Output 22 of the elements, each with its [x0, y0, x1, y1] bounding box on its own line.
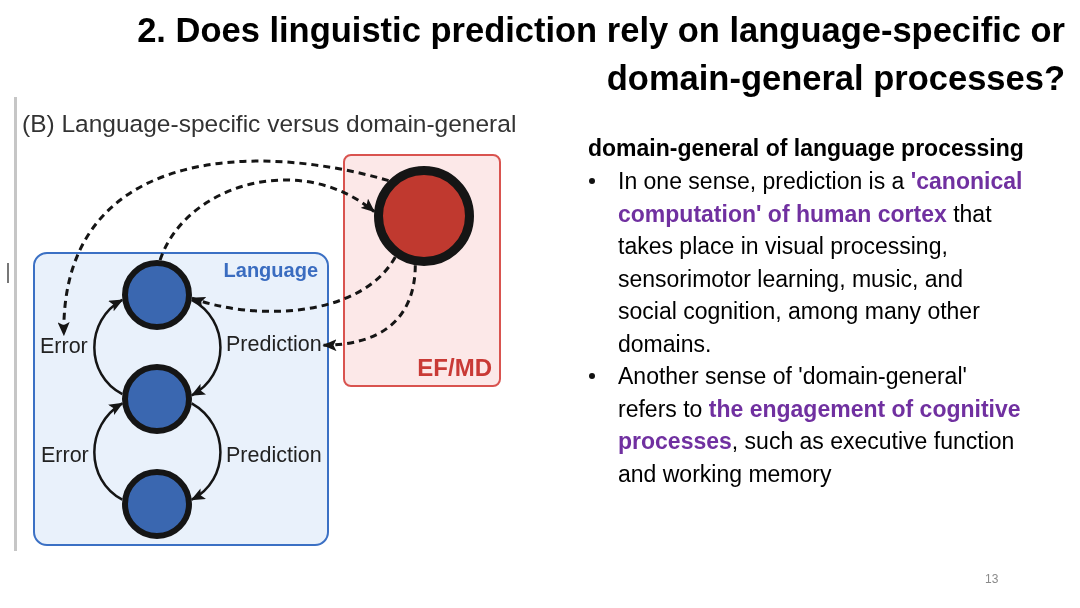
- arrow: [58, 160, 389, 337]
- signal-label: Prediction: [226, 332, 322, 356]
- bullet-text: In one sense, prediction is a 'canonical computation' of human cortex that takes place in visual processing, sensorimotor learning, music, and social cognition, among many other domains.: [618, 167, 1024, 359]
- group-box: [33, 252, 329, 546]
- arrow: [190, 298, 222, 397]
- slide-title: 2. Does linguistic prediction rely on language-specific or domain-general processes?: [136, 10, 1065, 99]
- group-title: Language: [223, 258, 318, 282]
- edge-label: Error: [41, 443, 89, 467]
- arrow: [93, 298, 124, 396]
- arrow: [158, 178, 376, 261]
- edge-label: Prediction: [226, 443, 322, 467]
- arrow: [190, 256, 397, 313]
- bullet-text: Another sense of 'domain-general' refers to the engagement of cognitive processes, such as executive function and working memory: [618, 362, 1022, 489]
- group-box: [343, 154, 501, 387]
- arrow: [93, 402, 124, 501]
- group-title: EF/MD: [417, 354, 492, 382]
- page-number: 13: [985, 572, 999, 586]
- signal-label: Error: [40, 334, 88, 358]
- panel-heading: (B) Language-specific versus domain-general: [22, 110, 517, 138]
- arrow: [322, 265, 417, 351]
- section-heading: domain-general of language processing: [588, 134, 1024, 162]
- arrow: [190, 402, 222, 501]
